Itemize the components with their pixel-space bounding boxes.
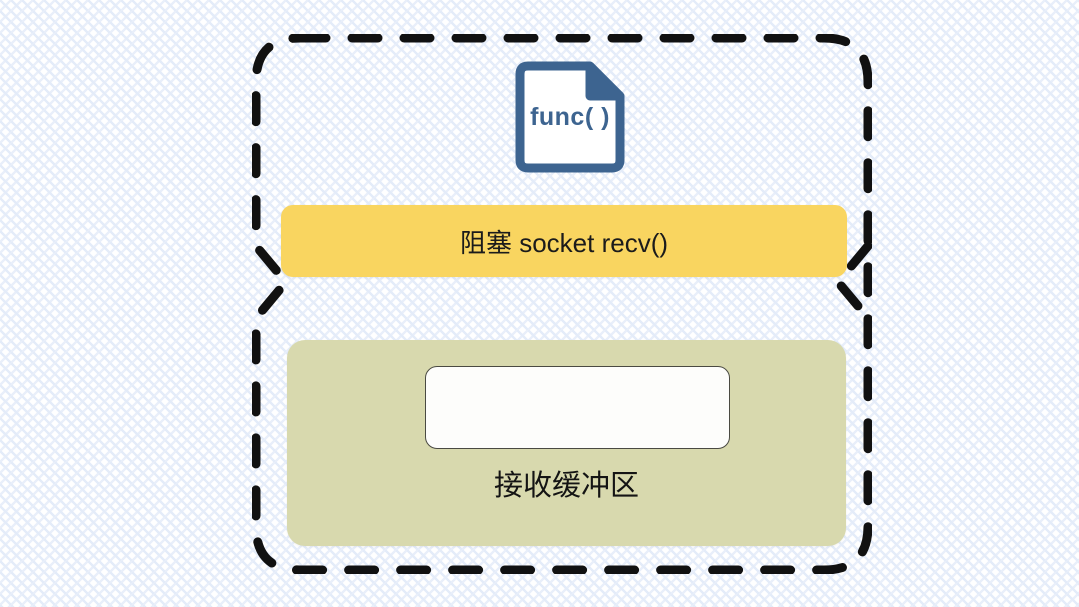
blocking-recv-bar-label: 阻塞 socket recv() [459,227,669,258]
receive-buffer-label: 接收缓冲区 [493,470,639,502]
document-func-icon-label: func( ) [530,102,610,131]
buffer-slot[interactable] [425,366,730,449]
document-func-icon: func( ) [514,60,626,174]
blocking-recv-bar[interactable]: 阻塞 socket recv() [281,205,847,277]
receive-buffer-box[interactable]: 接收缓冲区 [287,340,846,546]
